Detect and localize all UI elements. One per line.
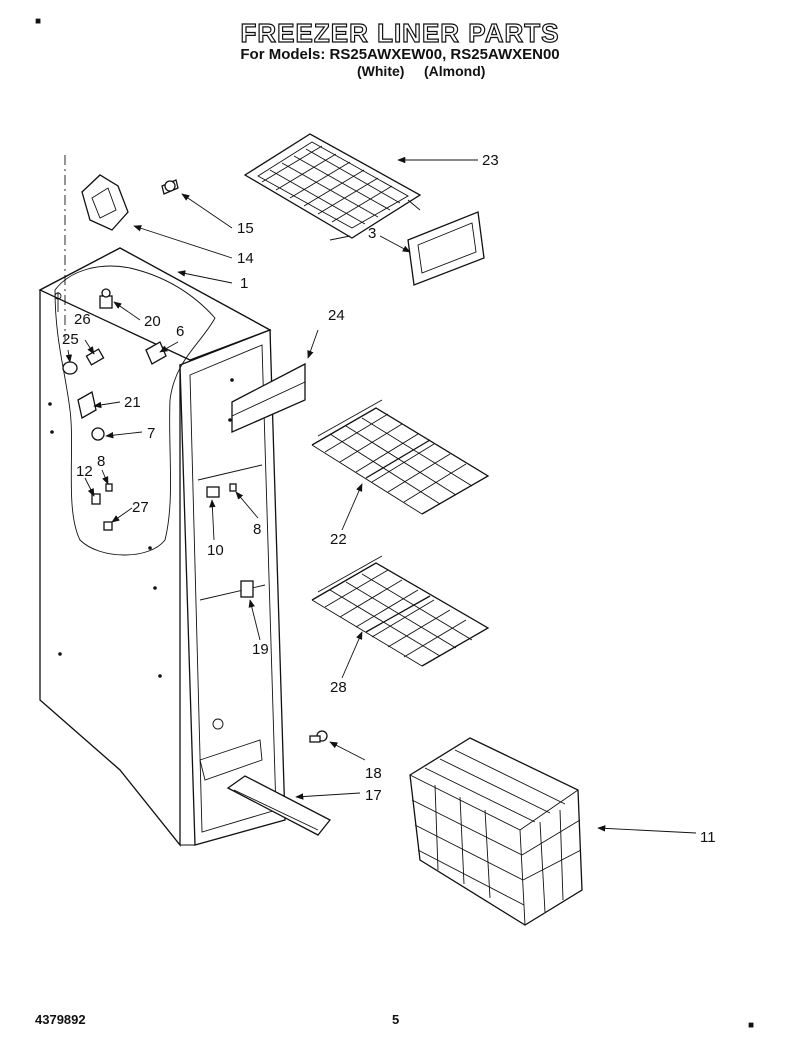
variant-almond: (Almond): [424, 63, 486, 79]
component-20: [99, 288, 113, 309]
callout-17: 17: [365, 787, 382, 804]
callout-25: 25: [62, 331, 79, 348]
callout-8b: 8: [253, 521, 261, 538]
variant-white: (White): [357, 63, 405, 79]
components-8-12-27: [91, 483, 113, 531]
screw-15: [161, 179, 179, 195]
callout-10: 10: [207, 542, 224, 559]
models-line: For Models: RS25AWXEW00, RS25AWXEN00: [240, 46, 560, 63]
callout-6: 6: [176, 323, 184, 340]
leader-lines: [65, 156, 697, 834]
cover-3: [407, 211, 485, 286]
callout-28: 28: [330, 679, 347, 696]
callout-19: 19: [252, 641, 269, 658]
callout-14: 14: [237, 250, 254, 267]
callout-3: 3: [368, 225, 376, 242]
shelf-22: [311, 399, 490, 515]
page-title: FREEZER LINER PARTS: [240, 17, 560, 48]
callout-21: 21: [124, 394, 141, 411]
component-19: [240, 580, 254, 598]
component-10-8-inner: [206, 483, 237, 498]
bracket-21: [77, 390, 97, 420]
page-number: 5: [392, 1012, 400, 1027]
callout-24: 24: [328, 307, 345, 324]
bracket-14: [81, 174, 129, 231]
shelf-28: [311, 555, 490, 667]
corner-mark-bottom: ■: [748, 1020, 755, 1031]
basket-11: [409, 737, 583, 926]
callout-20: 20: [144, 313, 161, 330]
callout-27: 27: [132, 499, 149, 516]
cover-17: [226, 775, 332, 836]
cover-24: [231, 362, 306, 433]
callout-8a: 8: [97, 453, 105, 470]
component-7: [91, 427, 105, 441]
corner-mark-top: ■: [35, 16, 42, 27]
callout-15: 15: [237, 220, 254, 237]
callout-23: 23: [482, 152, 499, 169]
bulb-25: [62, 361, 78, 375]
screw-18: [309, 730, 328, 743]
freezer-liner: [38, 155, 286, 847]
callout-18: 18: [365, 765, 382, 782]
doc-number: 4379892: [35, 1012, 86, 1027]
callout-26: 26: [74, 311, 91, 328]
callout-22: 22: [330, 531, 347, 548]
shelf-23: [243, 133, 422, 241]
callout-7: 7: [147, 425, 155, 442]
callout-12: 12: [76, 463, 93, 480]
callout-1: 1: [240, 275, 248, 292]
callout-11: 11: [700, 829, 716, 846]
